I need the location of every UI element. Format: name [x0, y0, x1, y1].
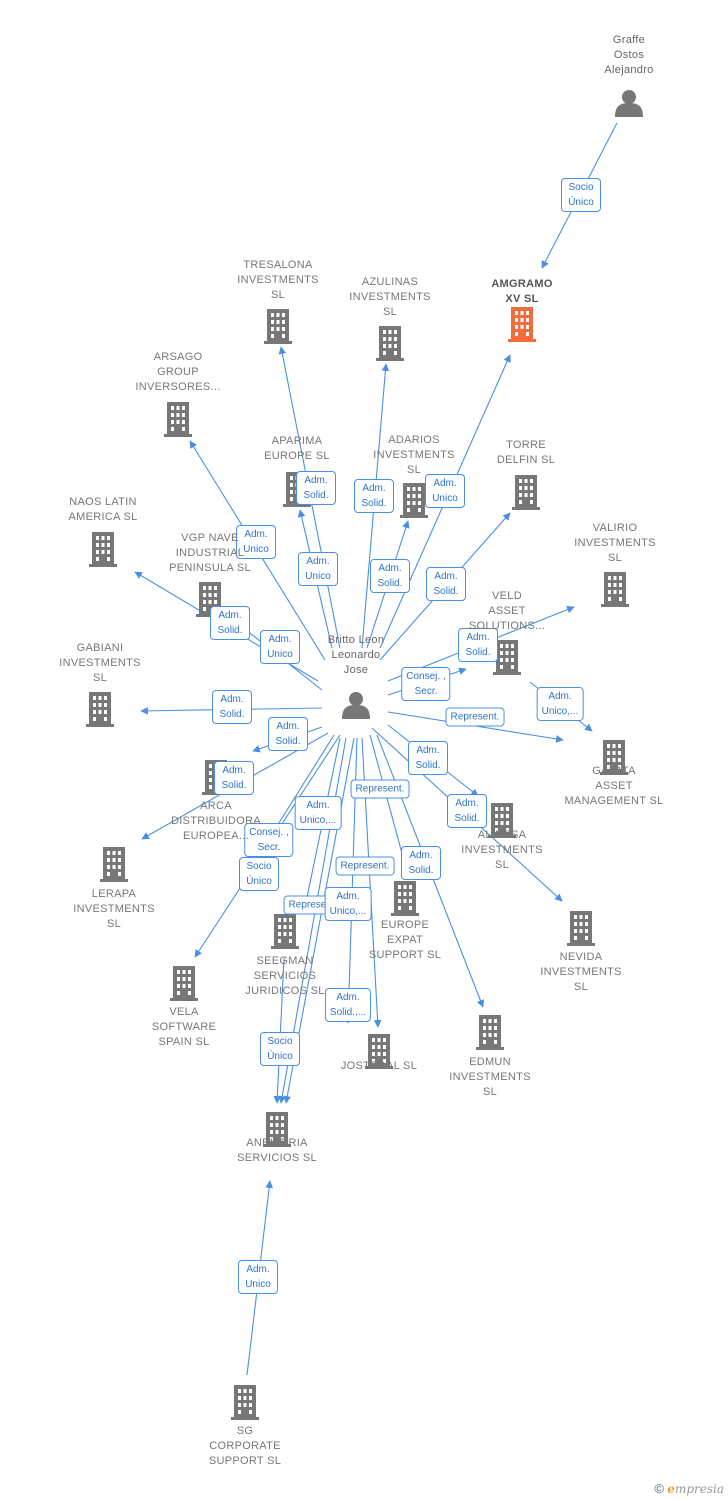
node-label-seegman[interactable]: SEEGMAN SERVICIOS JURIDICOS SL: [245, 955, 325, 997]
edge-label-britto-torre[interactable]: Adm. Solid.: [426, 567, 466, 601]
edge-label-britto-seegman[interactable]: Adm. Unico,...: [294, 796, 342, 830]
building-icon[interactable]: [400, 483, 428, 518]
node-label-britto[interactable]: Britto Leon Leonardo Jose: [327, 633, 385, 676]
node-label-vgp[interactable]: VGP NAVE INDUSTRIAL PENINSULA SL: [169, 531, 251, 574]
edge-label-britto-vela[interactable]: Socio Único: [239, 857, 279, 891]
node-label-arsago[interactable]: ARSAGO GROUP INVERSORES...: [135, 350, 221, 393]
node-label-tresalona[interactable]: TRESALONA INVESTMENTS SL: [237, 258, 319, 301]
edge-label-britto-galata[interactable]: Adm. Unico,...: [536, 687, 584, 721]
edge-label-britto-jostedal[interactable]: Represent.: [335, 856, 395, 876]
node-label-alinesa[interactable]: ALINESA INVESTMENTS SL: [461, 829, 543, 871]
building-icon[interactable]: [271, 914, 299, 949]
building-icon[interactable]: [100, 847, 128, 882]
copyright-icon: ©: [654, 1481, 664, 1496]
edge-label-britto-arca[interactable]: Adm. Solid.: [268, 717, 308, 751]
node-label-edmun[interactable]: EDMUN INVESTMENTS SL: [449, 1056, 531, 1098]
node-label-naos[interactable]: NAOS LATIN AMERICA SL: [68, 496, 138, 523]
node-label-amgramo[interactable]: AMGRAMO XV SL: [491, 278, 553, 305]
building-icon[interactable]: [231, 1385, 259, 1420]
node-label-adarios[interactable]: ADARIOS INVESTMENTS SL: [373, 433, 455, 476]
node-label-torre[interactable]: TORRE DELFIN SL: [496, 439, 556, 466]
edge-label-sg-aneiberia[interactable]: Adm. Unico: [238, 1260, 278, 1294]
building-icon[interactable]: [170, 966, 198, 1001]
building-icon[interactable]: [391, 881, 419, 916]
node-label-lerapa[interactable]: LERAPA INVESTMENTS SL: [73, 888, 155, 930]
edge-label-britto-europe[interactable]: Represent.: [350, 779, 410, 799]
node-label-graffe[interactable]: Graffe Ostos Alejandro: [604, 33, 654, 76]
edge-label-britto-azulinas[interactable]: Adm. Solid.: [354, 479, 394, 513]
edge-label-britto-arsago[interactable]: Adm. Unico: [236, 525, 276, 559]
node-label-jostedal[interactable]: JOSTEDAL SL: [340, 1060, 418, 1072]
node-label-veld[interactable]: VELD ASSET SOLUTIONS...: [468, 589, 546, 632]
edge-label-britto-amgramo[interactable]: Adm. Unico: [425, 474, 465, 508]
edge-label-britto-aparima[interactable]: Adm. Solid.: [296, 471, 336, 505]
building-icon[interactable]: [89, 532, 117, 567]
edge-label-britto-galata[interactable]: Represent.: [445, 707, 505, 727]
node-label-galata[interactable]: GALATA ASSET MANAGEMENT SL: [564, 765, 664, 807]
edge-label-britto-naos[interactable]: Adm. Solid.: [210, 606, 250, 640]
edge-label-britto-lerapa[interactable]: Adm. Solid.: [214, 761, 254, 795]
node-label-valirio[interactable]: VALIRIO INVESTMENTS SL: [574, 521, 656, 564]
node-label-sg[interactable]: SG CORPORATE SUPPORT SL: [208, 1425, 282, 1467]
edge-label-graffe-amgramo[interactable]: Socio Único: [561, 178, 601, 212]
node-label-arca[interactable]: ARCA DISTRIBUIDORA EUROPEA...: [170, 800, 262, 842]
person-icon[interactable]: [615, 90, 643, 117]
brand-logo: empresia: [667, 1482, 724, 1496]
edge-label-britto-alinesa[interactable]: Adm. Solid.: [408, 741, 448, 775]
node-label-azulinas[interactable]: AZULINAS INVESTMENTS SL: [349, 275, 431, 318]
edge-label-britto-tresalona[interactable]: Adm. Unico: [298, 552, 338, 586]
building-icon[interactable]: [567, 911, 595, 946]
building-icon[interactable]: [512, 475, 540, 510]
edge-label-britto-adarios[interactable]: Adm. Solid.: [370, 559, 410, 593]
node-label-vela[interactable]: VELA SOFTWARE SPAIN SL: [151, 1006, 217, 1048]
node-label-aparima[interactable]: APARIMA EUROPE SL: [264, 435, 330, 462]
edge-label-seegman-aneiberia[interactable]: Socio Único: [260, 1032, 300, 1066]
watermark: © empresia: [654, 1481, 724, 1496]
node-label-nevida[interactable]: NEVIDA INVESTMENTS SL: [540, 951, 622, 993]
edge-label-britto-veld[interactable]: Consej. , Secr.: [401, 667, 451, 701]
building-icon[interactable]: [164, 402, 192, 437]
edge-label-britto-nevida[interactable]: Adm. Solid.: [447, 794, 487, 828]
building-icon[interactable]: [476, 1015, 504, 1050]
node-label-gabiani[interactable]: GABIANI INVESTMENTS SL: [59, 641, 141, 684]
building-icon[interactable]: [264, 309, 292, 344]
edge-britto-europe: [369, 734, 409, 873]
edge-label-britto-jostedal[interactable]: Adm. Solid.,...: [324, 988, 372, 1022]
edge-seegman-aneiberia: [273, 957, 285, 1104]
person-icon[interactable]: [342, 692, 370, 719]
edge-label-britto-valirio[interactable]: Adm. Solid.: [458, 628, 498, 662]
building-icon[interactable]: [601, 572, 629, 607]
edge-label-britto-edmun[interactable]: Adm. Solid.: [401, 846, 441, 880]
building-icon[interactable]: [376, 326, 404, 361]
edge-label-britto-vgp[interactable]: Adm. Unico: [260, 630, 300, 664]
edge-label-britto-aneiberia[interactable]: Adm. Unico,...: [324, 887, 372, 921]
edge-label-britto-gabiani[interactable]: Adm. Solid.: [212, 690, 252, 724]
node-label-aneiberia[interactable]: ANEIBERIA SERVICIOS SL: [237, 1137, 317, 1164]
building-icon[interactable]: [86, 692, 114, 727]
building-icon[interactable]: [508, 307, 536, 342]
node-label-europe[interactable]: EUROPE EXPAT SUPPORT SL: [368, 919, 442, 961]
edge-label-britto-seegman[interactable]: Consej. , Secr.: [244, 823, 294, 857]
